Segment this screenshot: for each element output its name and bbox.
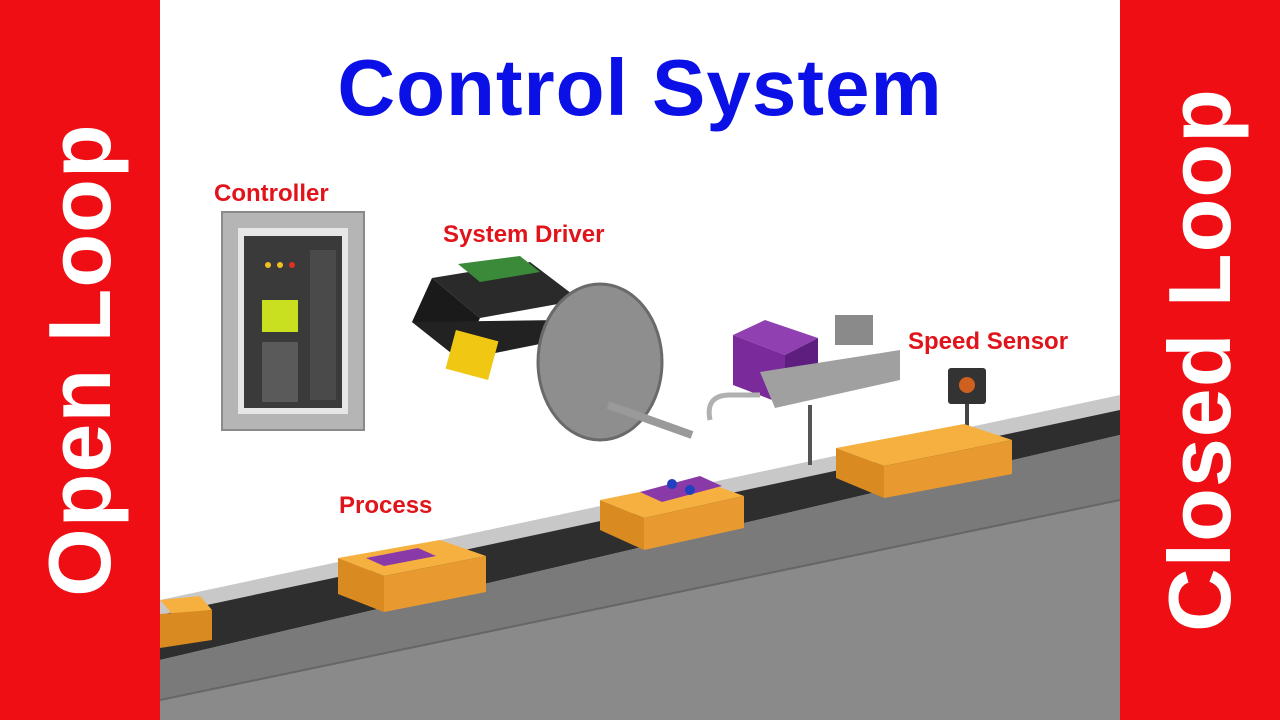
controller-label: Controller — [214, 180, 329, 207]
system-driver-label: System Driver — [443, 221, 605, 248]
page-title: Control System — [337, 43, 943, 132]
speed-sensor-label: Speed Sensor — [908, 328, 1069, 355]
process-label: Process — [339, 492, 433, 519]
controller-panel — [221, 211, 365, 431]
open-loop-banner: Open Loop — [0, 0, 160, 720]
box-right — [836, 424, 1012, 498]
box-left-partial — [160, 596, 212, 648]
speed-sensor — [948, 368, 986, 432]
box-under-actuator — [600, 476, 744, 550]
open-loop-text: Open Loop — [30, 123, 129, 597]
closed-loop-banner: Closed Loop — [1120, 0, 1280, 720]
motor-driver — [412, 256, 694, 442]
closed-loop-text: Closed Loop — [1150, 88, 1249, 632]
box-process — [338, 540, 486, 612]
conveyor-scene — [160, 211, 1120, 720]
actuator — [706, 315, 900, 465]
